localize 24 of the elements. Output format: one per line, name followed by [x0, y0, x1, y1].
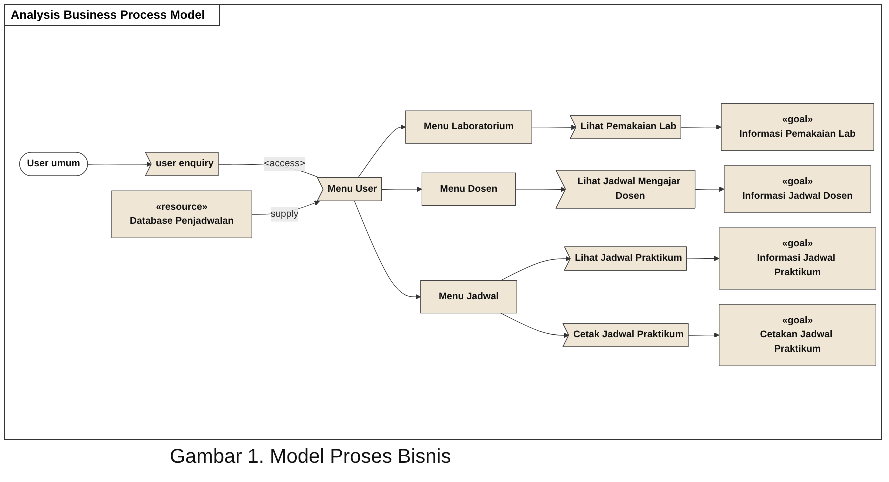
arrow [382, 186, 422, 192]
node-box: «goal» Informasi Jadwal Dosen [724, 166, 872, 214]
arrow [695, 186, 725, 192]
node-box: «resource» Database Penjadwalan [112, 190, 252, 238]
caption: Gambar 1. Model Proses Bisnis [170, 446, 452, 469]
arrow [686, 256, 720, 262]
arrow [500, 313, 570, 338]
arrow [688, 332, 720, 338]
arrow [532, 124, 577, 130]
node-box: Menu Jadwal [420, 280, 518, 314]
arrow [358, 124, 406, 178]
arrow [681, 124, 722, 130]
arrow [354, 201, 422, 300]
node-box: Menu Dosen [422, 172, 516, 206]
node-box: Menu Laboratorium [406, 110, 532, 144]
frame-title: Analysis Business Process Model [5, 5, 220, 26]
node-box: «goal» Cetakan Jadwal Praktikum [719, 304, 876, 366]
arrow [88, 162, 152, 168]
node-box: «goal» Informasi Pemakaian Lab [721, 104, 874, 152]
edge-label: <access> [264, 158, 306, 170]
edge-label: supply [270, 209, 299, 220]
node-box: «goal» Informasi Jadwal Praktikum [719, 228, 876, 290]
arrow [500, 256, 572, 282]
arrow [515, 187, 566, 192]
